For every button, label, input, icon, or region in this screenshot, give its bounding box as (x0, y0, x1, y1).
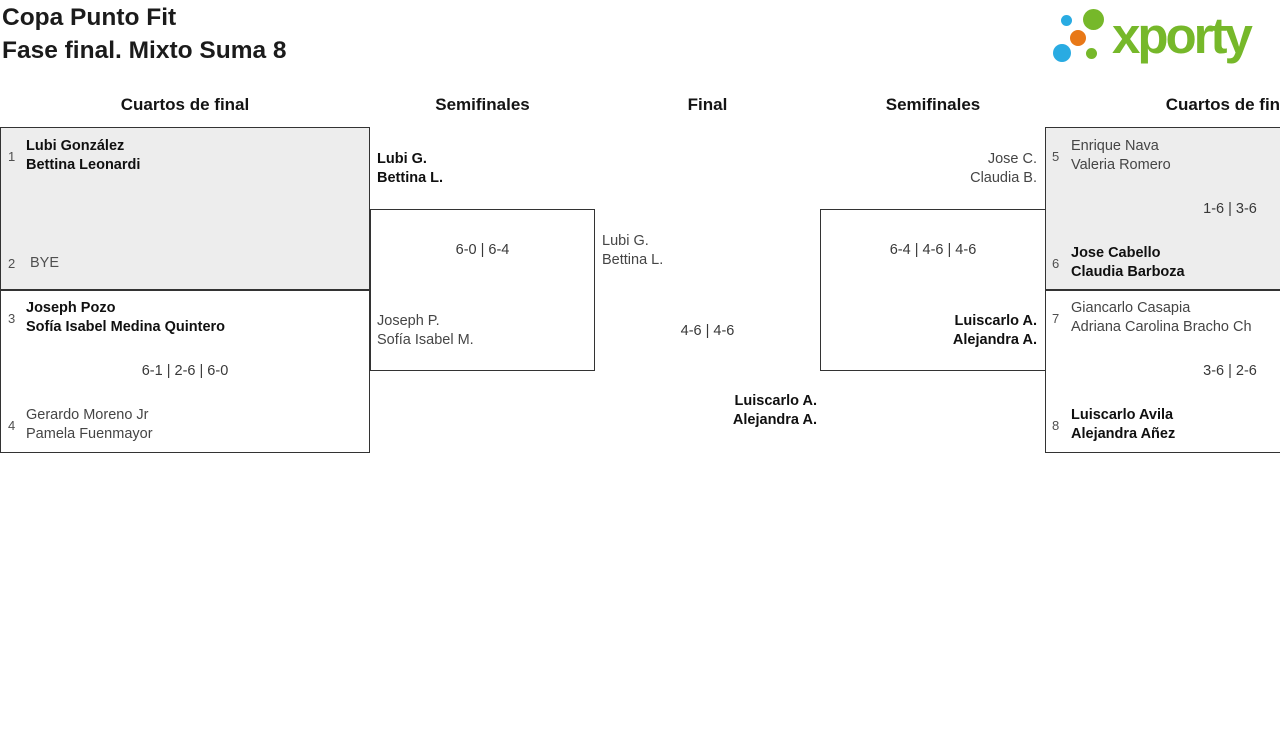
round-header-left-semis: Semifinales (435, 95, 530, 114)
match-score: 6-4 | 4-6 | 4-6 (889, 242, 977, 258)
logo-dot-icon (1083, 9, 1104, 30)
team-entry: Luiscarlo A. Alejandra A. (732, 393, 817, 428)
team-entry: Lubi González Bettina Leonardi (26, 138, 141, 173)
match-score: 3-6 | 2-6 (1203, 363, 1257, 379)
team-entry: Lubi G. Bettina L. (377, 151, 444, 186)
logo-dot-icon (1061, 15, 1072, 26)
team-entry: Giancarlo Casapia Adriana Carolina Brach… (1071, 300, 1252, 335)
seed-number: 3 (8, 311, 16, 326)
match-box-sf1 (370, 209, 595, 371)
team-entry: Jose C. Claudia B. (970, 151, 1037, 186)
team-entry: Luiscarlo Avila Alejandra Añez (1071, 407, 1176, 442)
match-score: 4-6 | 4-6 (680, 323, 735, 339)
match-box-qf3 (1045, 127, 1280, 290)
match-box-sf2 (820, 209, 1046, 371)
match-box-qf4 (1045, 290, 1280, 453)
match-box-qf2 (0, 290, 370, 453)
round-header-right-quarters: Cuartos de final (1165, 95, 1280, 114)
tournament-phase-subtitle: Fase final. Mixto Suma 8 (2, 37, 287, 64)
round-header-left-quarters: Cuartos de final (120, 95, 250, 114)
seed-number: 1 (8, 149, 16, 164)
match-box-qf1 (0, 127, 370, 290)
logo-dot-icon (1070, 30, 1086, 46)
match-score: 6-1 | 2-6 | 6-0 (141, 363, 229, 379)
match-score: 1-6 | 3-6 (1203, 201, 1257, 217)
seed-number: 8 (1052, 418, 1060, 433)
seed-number: 6 (1052, 256, 1060, 271)
logo-wordmark: xporty (1112, 7, 1253, 64)
team-entry: Luiscarlo A. Alejandra A. (952, 313, 1037, 348)
team-entry: Joseph P. Sofía Isabel M. (377, 313, 474, 348)
team-entry: Gerardo Moreno Jr Pamela Fuenmayor (26, 407, 153, 442)
logo-dot-icon (1086, 48, 1097, 59)
team-entry: Lubi G. Bettina L. (602, 233, 664, 268)
team-entry: BYE (30, 255, 60, 271)
match-score: 6-0 | 6-4 (455, 242, 510, 258)
team-entry: Joseph Pozo Sofía Isabel Medina Quintero (26, 300, 226, 335)
round-header-right-semis: Semifinales (885, 95, 981, 114)
team-entry: Jose Cabello Claudia Barboza (1071, 245, 1185, 280)
team-entry: Enrique Nava Valeria Romero (1071, 138, 1171, 173)
round-header-final: Final (687, 95, 728, 114)
seed-number: 7 (1052, 311, 1060, 326)
tournament-title: Copa Punto Fit (2, 4, 177, 31)
logo-dot-icon (1053, 44, 1071, 62)
seed-number: 2 (8, 256, 16, 271)
seed-number: 5 (1052, 149, 1060, 164)
seed-number: 4 (8, 418, 16, 433)
tournament-header: Copa Punto Fit Fase final. Mixto Suma 8 (2, 1, 287, 67)
